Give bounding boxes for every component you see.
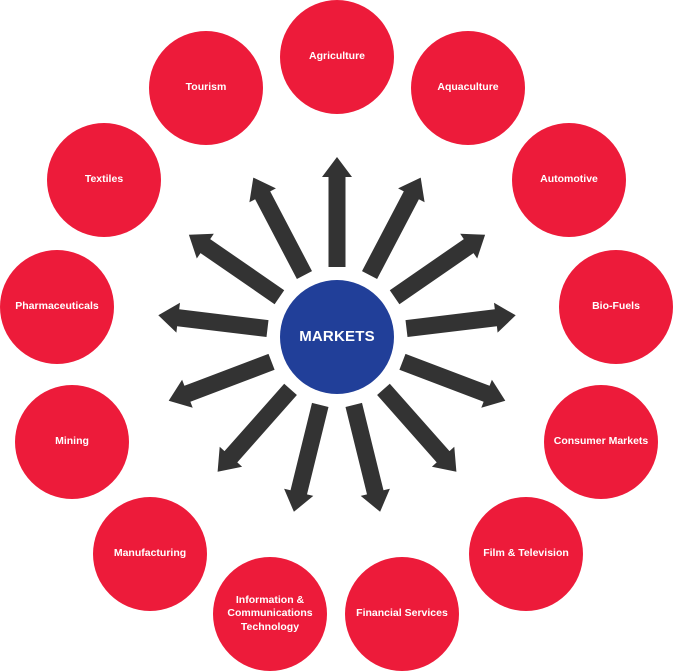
market-pharmaceuticals: Pharmaceuticals [0, 250, 114, 364]
market-label: Consumer Markets [553, 435, 649, 448]
market-consumer-markets: Consumer Markets [544, 385, 658, 499]
market-film-television: Film & Television [469, 497, 583, 611]
market-label: Manufacturing [113, 547, 187, 560]
arrow-to-market [399, 353, 506, 408]
market-mining: Mining [15, 385, 129, 499]
center-label: MARKETS [299, 327, 375, 345]
arrow-to-market [345, 402, 390, 512]
market-financial-services: Financial Services [345, 557, 459, 671]
market-bio-fuels: Bio-Fuels [559, 250, 673, 364]
market-label: Film & Television [483, 547, 569, 560]
arrow-to-market [405, 302, 516, 337]
market-tourism: Tourism [149, 31, 263, 145]
arrow-to-market [362, 177, 425, 279]
arrow-to-market [249, 177, 312, 279]
market-agriculture: Agriculture [280, 0, 394, 114]
market-textiles: Textiles [47, 123, 161, 237]
market-label: Aquaculture [437, 81, 499, 94]
market-label: Bio-Fuels [592, 300, 640, 313]
arrow-to-market [377, 383, 457, 472]
arrow-to-market [168, 353, 275, 408]
arrow-to-market [322, 157, 352, 267]
arrow-to-market [389, 233, 486, 305]
market-automotive: Automotive [512, 123, 626, 237]
arrow-to-market [284, 402, 329, 512]
center-markets-node: MARKETS [280, 280, 394, 394]
market-label: Financial Services [356, 607, 448, 620]
market-label: Automotive [540, 173, 598, 186]
market-label: Pharmaceuticals [15, 300, 99, 313]
arrow-to-market [188, 233, 285, 305]
market-label: Mining [55, 435, 89, 448]
market-label: Agriculture [308, 50, 365, 63]
arrow-to-market [158, 302, 269, 337]
market-manufacturing: Manufacturing [93, 497, 207, 611]
market-aquaculture: Aquaculture [411, 31, 525, 145]
market-label: Textiles [84, 173, 124, 186]
market-label: Tourism [185, 81, 227, 94]
market-label: Information & Communications Technology [227, 594, 313, 633]
market-ict: Information & Communications Technology [213, 557, 327, 671]
arrow-to-market [217, 383, 297, 472]
